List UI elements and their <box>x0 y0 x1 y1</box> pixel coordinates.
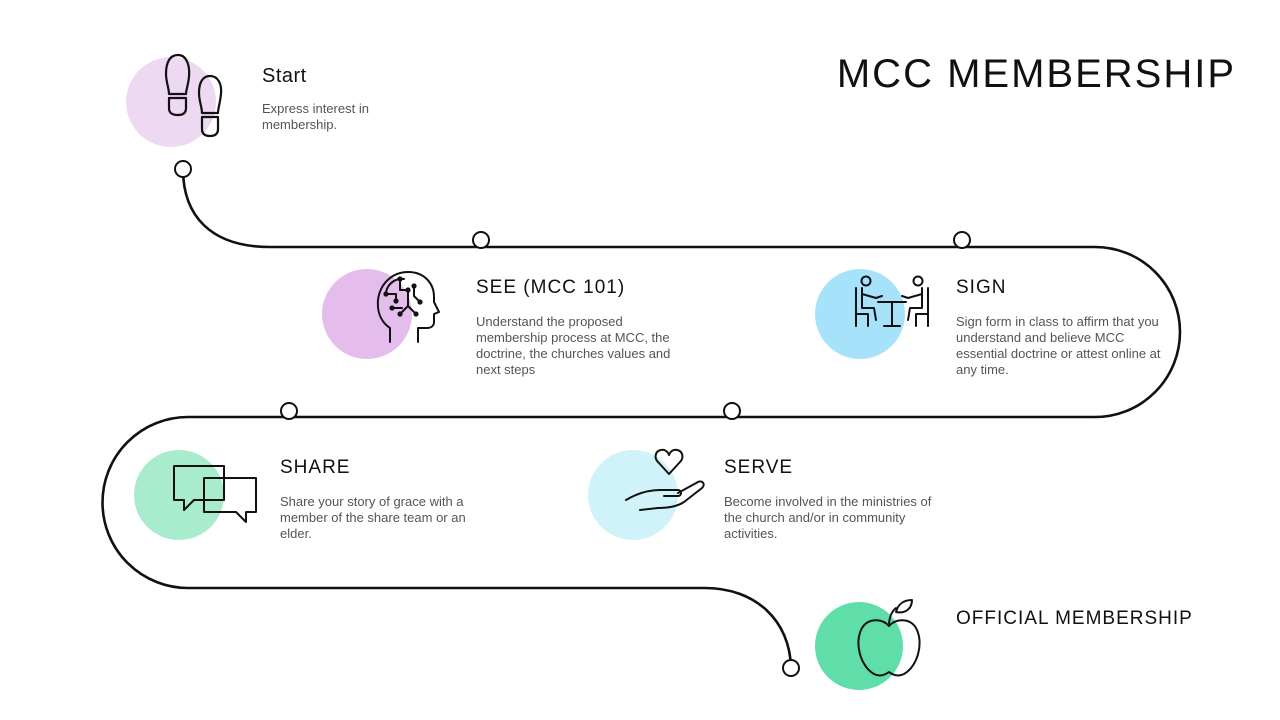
step-description: Sign form in class to affirm that you un… <box>956 314 1161 377</box>
see-blob <box>322 269 412 359</box>
step-title: SEE (MCC 101) <box>476 277 626 298</box>
page-title: MCC MEMBERSHIP <box>836 52 1236 96</box>
meeting-table-icon <box>855 275 929 327</box>
speech-bubbles-icon <box>173 465 257 523</box>
step-title: Start <box>262 65 307 87</box>
step-title: SERVE <box>724 457 794 478</box>
serve-blob <box>588 450 678 540</box>
step-title: SHARE <box>280 457 351 478</box>
step-description: Express interest in membership. <box>262 101 369 132</box>
step-description: Share your story of grace with a member … <box>280 494 466 541</box>
footprints-icon <box>164 53 223 138</box>
path-node <box>723 402 741 420</box>
path-node <box>782 659 800 677</box>
brain-head-icon <box>376 271 440 343</box>
step-title: OFFICIAL MEMBERSHIP <box>956 608 1193 629</box>
path-node <box>953 231 971 249</box>
step-title: SIGN <box>956 277 1007 298</box>
step-description: Understand the proposed membership proce… <box>476 314 671 377</box>
path-node <box>472 231 490 249</box>
path-node <box>280 402 298 420</box>
hand-heart-icon <box>625 448 705 511</box>
step-description: Become involved in the ministries of the… <box>724 494 932 541</box>
apple-icon <box>857 599 921 677</box>
path-node <box>174 160 192 178</box>
